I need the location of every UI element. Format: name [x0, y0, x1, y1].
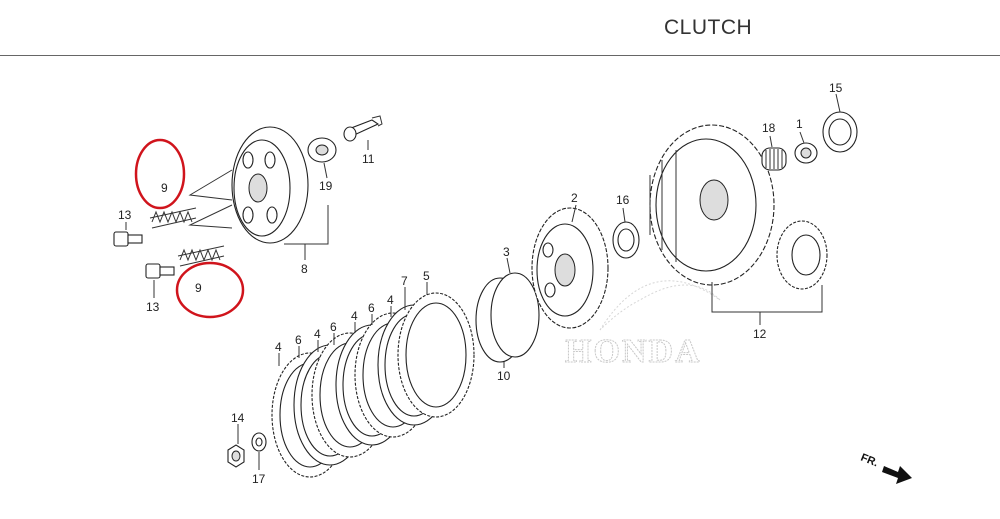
front-direction-label: FR.: [859, 452, 880, 470]
callout-6b: 6: [330, 320, 337, 334]
bolt-lower: [145, 263, 175, 279]
title-divider: [0, 55, 1000, 56]
bolt-upper: [113, 231, 143, 247]
callout-2: 2: [571, 191, 578, 205]
callout-13b: 13: [146, 300, 160, 314]
clutch-outer: [649, 124, 775, 286]
callout-7: 7: [401, 274, 408, 288]
callout-9a: 9: [161, 181, 168, 195]
lock-nut: [227, 444, 245, 468]
callout-14: 14: [231, 411, 245, 425]
callout-4d: 4: [387, 293, 394, 307]
callout-18: 18: [762, 121, 776, 135]
primary-driven-gear: [776, 220, 828, 290]
outer-washer: [822, 111, 858, 153]
callout-11: 11: [362, 152, 375, 166]
honda-watermark: HONDA: [565, 333, 702, 370]
callout-10: 10: [497, 369, 511, 383]
callout-labels: 1 2 3 4 4 4 4 5 6 6 6 7 8 9 9 10 11 12 1…: [118, 81, 843, 486]
front-direction-arrow-icon: [882, 466, 912, 484]
collar: [794, 142, 818, 164]
lock-washer: [251, 432, 267, 452]
highlight-circle-lower: [175, 261, 245, 319]
callout-12: 12: [753, 327, 767, 341]
callout-13a: 13: [118, 208, 132, 222]
callout-8: 8: [301, 262, 308, 276]
judder-springs: [475, 272, 540, 363]
highlight-circle-upper: [134, 138, 186, 210]
callout-4c: 4: [351, 309, 358, 323]
callout-6a: 6: [295, 333, 302, 347]
leader-lines: [125, 93, 841, 470]
diagram-title: CLUTCH: [664, 16, 753, 39]
clutch-spring-lower: [177, 245, 225, 267]
clutch-spring-upper: [149, 207, 197, 229]
clutch-center: [531, 207, 609, 329]
lifter-rod: [343, 115, 383, 142]
callout-6c: 6: [368, 301, 375, 315]
needle-bearing: [761, 147, 787, 171]
thrust-washer-inner: [617, 228, 635, 252]
clutch-disc-stack: [271, 292, 475, 478]
front-direction-marker: FR.: [859, 452, 912, 484]
callout-19: 19: [319, 179, 333, 193]
pressure-plate: [188, 126, 309, 244]
honda-wing-watermark: [599, 280, 721, 331]
callout-17: 17: [252, 472, 266, 486]
callout-4b: 4: [314, 327, 321, 341]
callout-9b: 9: [195, 281, 202, 295]
callout-5: 5: [423, 269, 430, 283]
callout-15: 15: [829, 81, 843, 95]
callout-3: 3: [503, 245, 510, 259]
callout-16: 16: [616, 193, 630, 207]
callout-1: 1: [796, 117, 803, 131]
callout-4a: 4: [275, 340, 282, 354]
bearing: [307, 137, 337, 163]
